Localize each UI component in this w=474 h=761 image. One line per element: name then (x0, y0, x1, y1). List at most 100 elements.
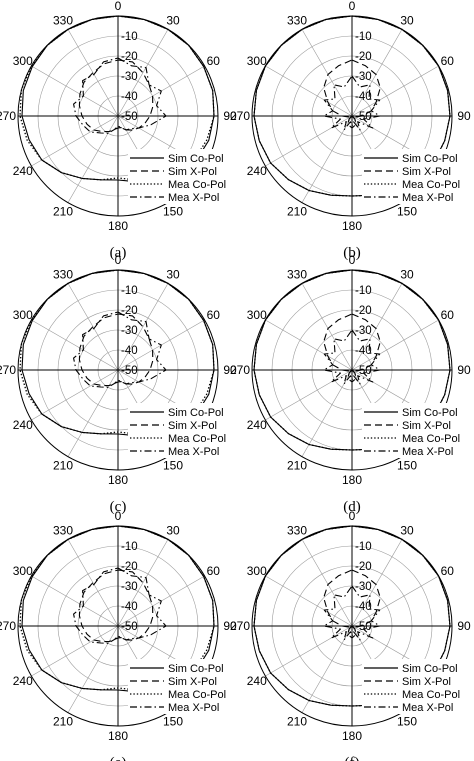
series-sim-x-pol-line (323, 569, 381, 639)
panel-f: 0306090120150180210240270300330-10-20-30… (230, 509, 474, 761)
angle-tick-label: 300 (13, 54, 33, 68)
grid-spoke (301, 283, 353, 371)
panel-e: 0306090120150180210240270300330-10-20-30… (0, 509, 240, 761)
radial-tick-label: -50 (121, 621, 138, 633)
angle-tick-label: 240 (247, 164, 267, 178)
angle-tick-label: 330 (53, 14, 73, 28)
grid-spoke (265, 319, 353, 371)
grid-spoke (351, 539, 403, 627)
radial-tick-label: -40 (355, 91, 372, 103)
radial-tick-label: -40 (355, 601, 372, 613)
angle-tick-label: 30 (166, 524, 180, 538)
series-sim-x-pol-line (323, 59, 381, 129)
angle-tick-label: 150 (163, 458, 183, 472)
legend-label: Sim Co-Pol (402, 407, 458, 419)
panel-b: 0306090120150180210240270300330-10-20-30… (230, 0, 474, 261)
angle-tick-label: 180 (108, 473, 128, 487)
series-mea-x-pol-line (73, 57, 167, 134)
angle-tick-label: 210 (53, 204, 73, 218)
radial-tick-label: -30 (121, 325, 138, 337)
grid-spoke (67, 283, 119, 371)
series-sim-co-pol-line (21, 15, 215, 183)
radial-tick-label: -40 (121, 91, 138, 103)
angle-tick-label: 30 (166, 268, 180, 282)
legend-label: Sim Co-Pol (402, 153, 458, 165)
grid-spoke (301, 539, 353, 627)
panel-caption: (c) (110, 499, 127, 515)
series-sim-co-pol-line (21, 525, 215, 693)
angle-tick-label: 210 (53, 458, 73, 472)
angle-tick-label: 60 (441, 54, 455, 68)
angle-tick-label: 300 (247, 308, 267, 322)
angle-tick-label: 270 (0, 619, 16, 633)
angle-tick-label: 240 (13, 164, 33, 178)
angle-tick-label: 0 (349, 253, 356, 267)
angle-tick-label: 60 (441, 564, 455, 578)
legend-label: Mea Co-Pol (402, 179, 460, 191)
radial-tick-label: -10 (355, 541, 372, 553)
grid-spoke (31, 575, 119, 627)
angle-tick-label: 210 (287, 458, 307, 472)
radial-tick-label: -50 (355, 111, 372, 123)
radial-tick-label: -30 (355, 71, 372, 83)
legend-label: Sim X-Pol (168, 166, 217, 178)
radial-tick-label: -20 (121, 561, 138, 573)
angle-tick-label: 300 (247, 564, 267, 578)
angle-tick-label: 180 (108, 219, 128, 233)
grid-spoke (67, 115, 119, 203)
angle-tick-label: 180 (342, 729, 362, 743)
legend-label: Mea Co-Pol (168, 179, 226, 191)
series-mea-x-pol-line (73, 567, 167, 644)
radial-tick-label: -40 (355, 345, 372, 357)
series-mea-co-pol-line (253, 525, 451, 707)
series-sim-x-pol-line (78, 569, 154, 643)
angle-tick-label: 300 (13, 564, 33, 578)
angle-tick-label: 300 (13, 308, 33, 322)
series-mea-x-pol-line (323, 75, 381, 131)
series-sim-x-pol-line (78, 59, 154, 133)
legend-label: Mea X-Pol (168, 702, 219, 714)
legend-label: Mea Co-Pol (402, 433, 460, 445)
legend-label: Mea X-Pol (402, 192, 453, 204)
radial-tick-label: -20 (121, 51, 138, 63)
grid-spoke (265, 115, 353, 167)
radial-tick-label: -30 (121, 71, 138, 83)
grid-spoke (351, 65, 439, 117)
grid-spoke (117, 539, 169, 627)
panel-caption: (b) (343, 245, 361, 261)
panel-c: 0306090120150180210240270300330-10-20-30… (0, 253, 240, 515)
panel-a: 0306090120150180210240270300330-10-20-30… (0, 0, 240, 261)
grid-spoke (301, 369, 353, 457)
angle-tick-label: 180 (342, 219, 362, 233)
angle-tick-label: 90 (457, 109, 471, 123)
grid-spoke (117, 29, 169, 117)
grid-spoke (265, 575, 353, 627)
radial-tick-label: -30 (355, 325, 372, 337)
angle-tick-label: 90 (457, 619, 471, 633)
angle-tick-label: 60 (441, 308, 455, 322)
angle-tick-label: 150 (163, 714, 183, 728)
angle-tick-label: 210 (53, 714, 73, 728)
series-sim-co-pol-line (21, 269, 215, 437)
panel-caption: (f) (345, 755, 360, 761)
legend-label: Sim X-Pol (168, 420, 217, 432)
legend-label: Mea X-Pol (168, 192, 219, 204)
angle-tick-label: 270 (0, 363, 16, 377)
angle-tick-label: 30 (400, 268, 414, 282)
radial-tick-label: -20 (355, 305, 372, 317)
angle-tick-label: 0 (115, 509, 122, 523)
grid-spoke (301, 29, 353, 117)
angle-tick-label: 330 (287, 268, 307, 282)
angle-tick-label: 60 (207, 54, 221, 68)
angle-tick-label: 150 (163, 204, 183, 218)
legend-label: Mea X-Pol (402, 446, 453, 458)
angle-tick-label: 30 (400, 14, 414, 28)
grid-spoke (301, 115, 353, 203)
angle-tick-label: 60 (207, 308, 221, 322)
grid-spoke (67, 369, 119, 457)
radial-tick-label: -10 (355, 285, 372, 297)
legend-label: Sim X-Pol (402, 676, 451, 688)
legend-label: Mea Co-Pol (168, 433, 226, 445)
radial-tick-label: -20 (355, 561, 372, 573)
